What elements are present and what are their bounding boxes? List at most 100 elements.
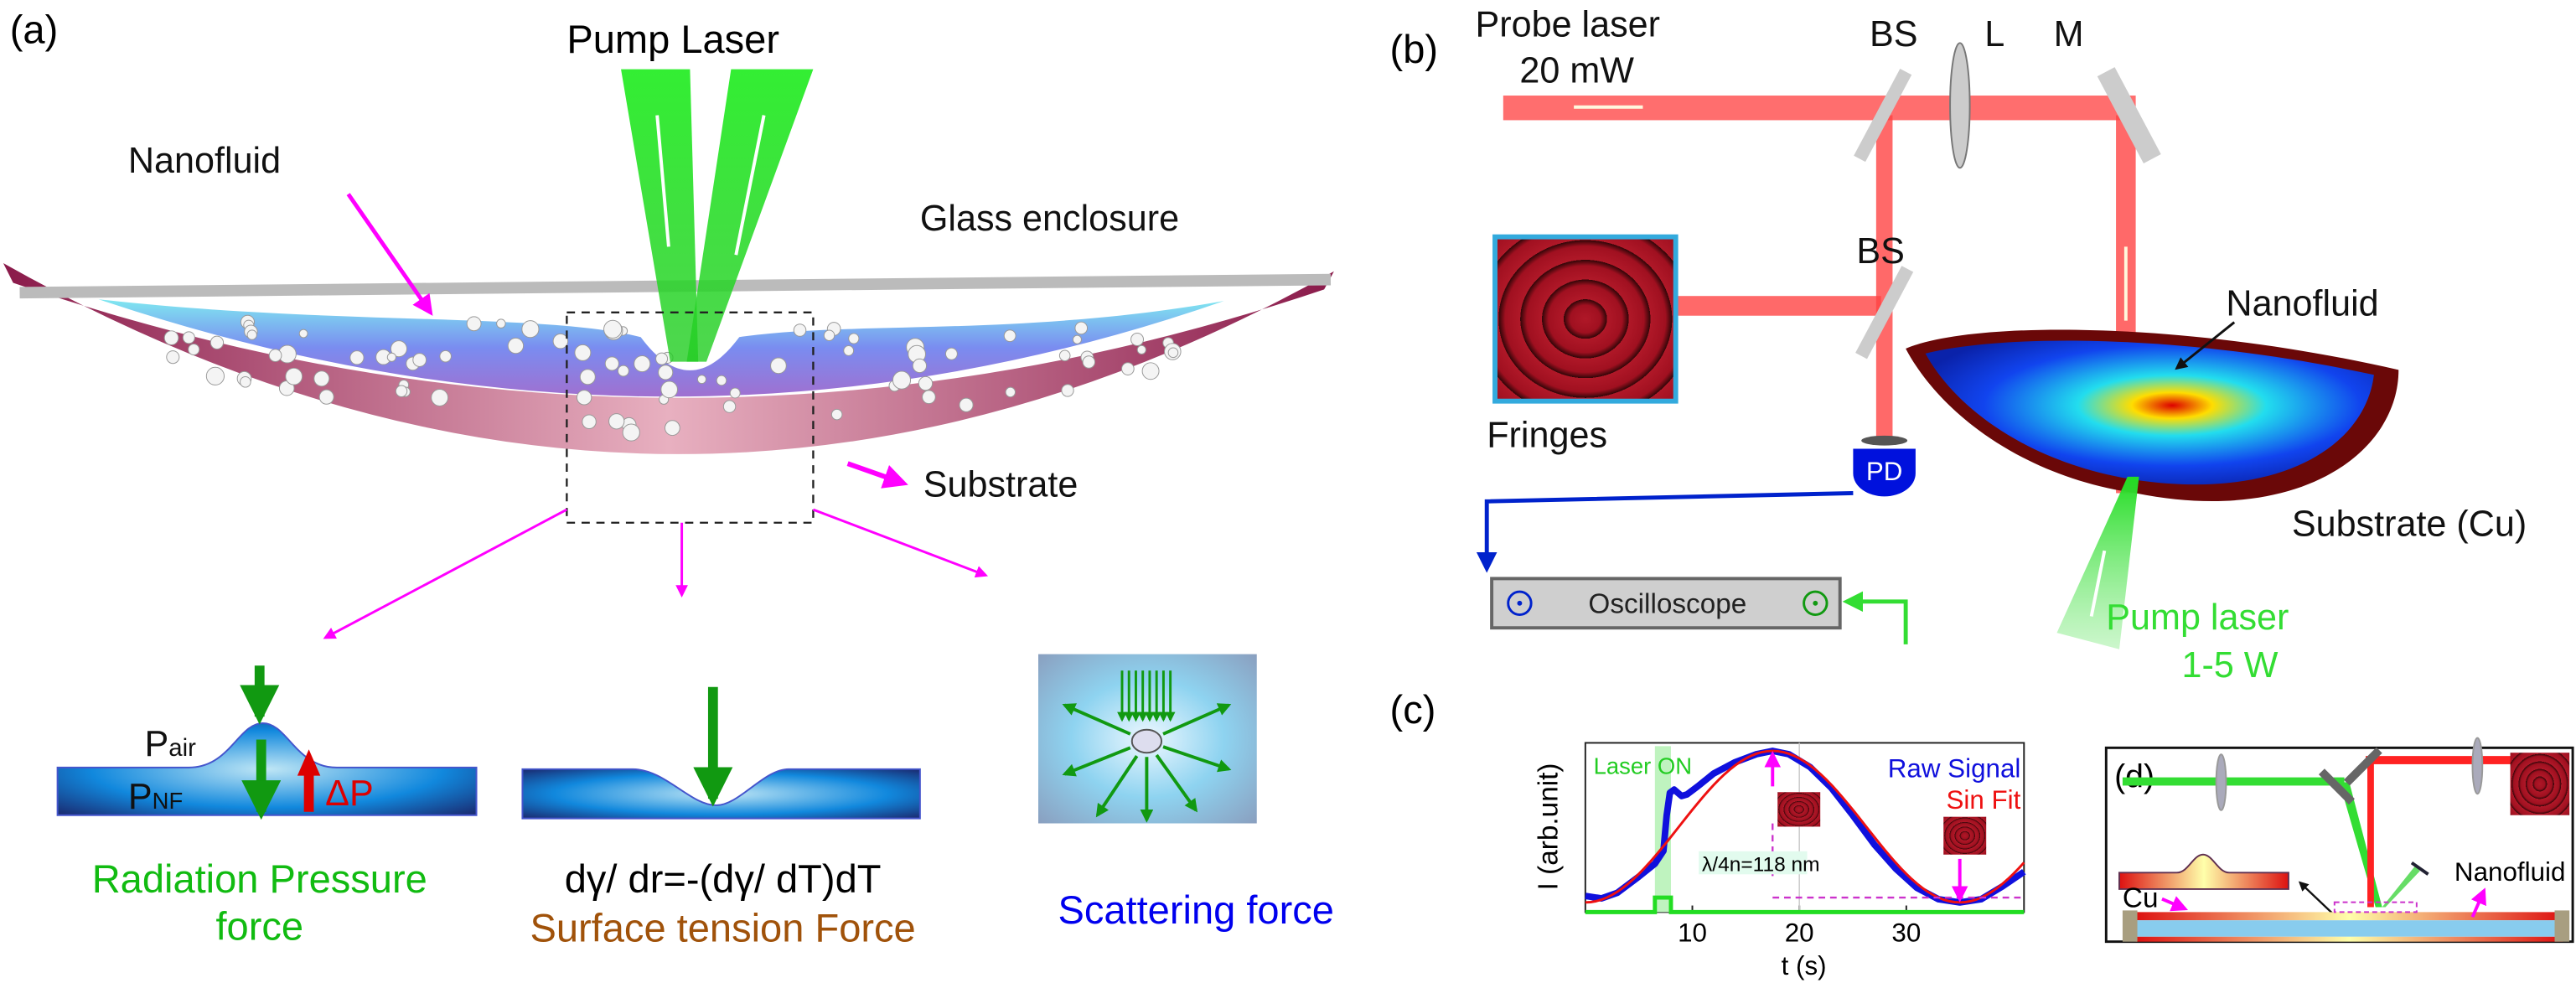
zoom-region-box xyxy=(566,311,815,524)
pump-trigger-cable xyxy=(1842,591,1908,644)
nanoparticle xyxy=(1121,362,1135,375)
mirror-d-1 xyxy=(2318,768,2355,805)
nanoparticle xyxy=(1141,362,1160,380)
nanofluid-label-d: Nanofluid xyxy=(2454,857,2566,887)
sin-fit-line xyxy=(1585,749,2025,904)
nanoparticle xyxy=(1072,334,1082,344)
nanoparticle xyxy=(1003,329,1016,343)
nanoparticle xyxy=(1005,386,1016,398)
pump-laser-label: Pump Laser xyxy=(566,17,779,61)
nanoparticle xyxy=(634,354,651,373)
arrow-to-scattering xyxy=(812,508,989,578)
radiation-pressure-label-2: force xyxy=(215,904,303,949)
nanoparticle xyxy=(1136,344,1146,354)
panel-b: (b) Probe laser 20 mW BS L M BS Fringes … xyxy=(1390,4,2527,686)
mirror-d-2 xyxy=(2343,747,2382,786)
end-cap-left xyxy=(2122,910,2138,942)
bump-fluid xyxy=(56,722,478,816)
fringe-inset-min xyxy=(1943,816,1987,855)
lens-d-1 xyxy=(2215,753,2227,811)
nanoparticle xyxy=(240,375,251,388)
nanoparticle xyxy=(770,357,787,375)
panel-c-label: (c) xyxy=(1390,687,1436,732)
oscilloscope-channel-2-icon[interactable] xyxy=(1803,590,1829,617)
nanoparticle xyxy=(268,349,282,362)
pump-laser-cone xyxy=(2056,476,2139,649)
nanoparticle xyxy=(576,390,592,406)
cu-label: Cu xyxy=(2123,882,2159,913)
laser-on-label: Laser ON xyxy=(1594,753,1692,779)
lens-label: L xyxy=(1984,14,2004,54)
nanoparticle xyxy=(395,385,408,397)
oscilloscope-channel-1-dot xyxy=(1517,600,1523,606)
panel-a: (a) Pump Laser Nanofluid Glass enclosure… xyxy=(3,7,1334,950)
x-tick-label: 20 xyxy=(1785,918,1814,948)
mirror-label: M xyxy=(2054,14,2084,54)
nanoparticle xyxy=(521,320,540,339)
x-axis-label: t (s) xyxy=(1782,951,1827,980)
beam-splitter-1 xyxy=(1854,68,1912,163)
nanoparticle xyxy=(507,337,525,354)
scattered-light-arrow xyxy=(1155,753,1198,813)
nanoparticle xyxy=(608,413,625,430)
nanoparticle xyxy=(205,366,225,385)
laser-pulse-line xyxy=(1585,895,2025,914)
nanoparticle xyxy=(209,335,225,349)
nanoparticle xyxy=(658,365,674,380)
lens xyxy=(1949,42,1971,169)
pump-direction-arrow xyxy=(2089,550,2107,617)
hot-top-layer xyxy=(2135,912,2563,921)
probe-beam-d-down xyxy=(2367,759,2374,908)
nanoparticle xyxy=(313,370,330,387)
nanoparticle xyxy=(722,400,737,413)
panel-d: (d) Cu Nanofluid xyxy=(2104,737,2574,944)
substrate-curve xyxy=(3,262,1334,454)
substrate-label: Substrate xyxy=(923,464,1079,504)
nanoparticle xyxy=(622,423,640,442)
surface-tension-equation: dγ/ dr=-(dγ/ dT)dT xyxy=(565,856,882,901)
delta-p-label: ΔP xyxy=(325,773,374,814)
beam-splitter-2-label: BS xyxy=(1856,231,1905,272)
oscilloscope[interactable] xyxy=(1490,577,1842,630)
nanofluid-heatmap xyxy=(1925,340,2374,485)
nanoparticle xyxy=(1167,347,1179,359)
nanoparticle xyxy=(1058,349,1071,362)
p-air-label: Pair xyxy=(145,724,197,764)
wavelength-annotation: λ/4n=118 nm xyxy=(1702,853,1820,876)
mirror xyxy=(2097,67,2161,164)
nanoparticle xyxy=(848,333,860,344)
nanoparticle xyxy=(1130,333,1145,346)
nanofluid-layer-d xyxy=(2135,920,2563,937)
nanoparticle xyxy=(574,344,592,361)
nanoparticles xyxy=(163,314,1182,442)
probe-beam-d xyxy=(2366,756,2531,764)
scattered-light-arrow xyxy=(1162,745,1232,773)
nanoparticle xyxy=(412,353,427,367)
scattered-light-arrow xyxy=(1095,755,1139,818)
nanoparticle xyxy=(793,323,807,337)
cu-arrow xyxy=(2161,896,2189,912)
beam-splitter-1-label: BS xyxy=(1870,14,1918,54)
nanoparticle xyxy=(188,343,200,356)
beam-down-to-pd xyxy=(1875,115,1893,444)
beam-splitter-2 xyxy=(1855,266,1914,360)
scattered-light-arrow xyxy=(1062,746,1131,777)
nanoparticle xyxy=(729,387,741,399)
nanoparticle xyxy=(552,333,569,349)
nanoparticle xyxy=(285,367,303,385)
nanoparticle xyxy=(604,356,619,371)
inset-pointer xyxy=(2298,881,2334,915)
nanoparticle xyxy=(655,352,669,365)
probe-laser-label: Probe laser xyxy=(1475,4,1660,44)
nanoparticle xyxy=(182,331,195,344)
surface-tension-label: Surface tension Force xyxy=(530,906,915,950)
oscilloscope-channel-1-icon[interactable] xyxy=(1507,590,1533,617)
nanoparticle xyxy=(664,420,680,437)
nanoparticle xyxy=(439,349,452,363)
glass-enclosure-label: Glass enclosure xyxy=(920,199,1179,239)
substrate-cu-label: Substrate (Cu) xyxy=(2292,504,2527,544)
nanoparticle xyxy=(660,380,678,399)
nanoparticle xyxy=(892,370,912,390)
zoom-box-d xyxy=(2333,901,2418,913)
nanoparticle xyxy=(918,375,934,391)
